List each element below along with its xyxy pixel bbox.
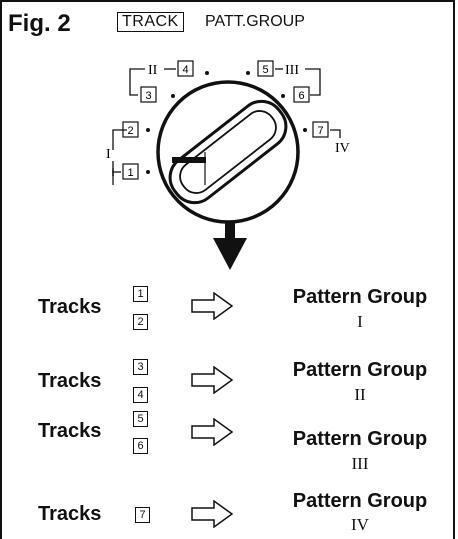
patt-group-label: PATT.GROUP [205, 13, 305, 30]
group-i-label: I [106, 147, 111, 162]
row-1-track-b: 2 [133, 314, 148, 330]
dial-dot-1 [146, 170, 150, 174]
group-iii-label: III [285, 63, 299, 78]
row-2-pattern-group-label: Pattern Group [292, 359, 428, 381]
row-3-pattern-group-number: III [351, 454, 369, 473]
track-label-box: TRACK [117, 12, 184, 32]
group-ii-label: II [148, 63, 158, 78]
figure-title: Fig. 2 [8, 10, 71, 37]
row-1-track-a: 1 [133, 286, 148, 302]
rotary-knob [156, 80, 300, 224]
group-ii-bracket [129, 68, 176, 96]
row-2-pattern-group-number: II [354, 385, 366, 404]
row-4-pattern-group-label: Pattern Group [292, 490, 428, 512]
row-1-pattern-group-label: Pattern Group [292, 286, 428, 308]
row-1-tracks-label: Tracks [38, 296, 102, 318]
row-2-track-a: 3 [133, 359, 148, 375]
row-1-pattern-group-number: I [357, 312, 363, 331]
dial-position-5: 5 [262, 64, 268, 76]
group-iv-bracket [330, 129, 341, 138]
row-2-tracks-label: Tracks [38, 370, 102, 392]
dial-position-6: 6 [298, 90, 304, 102]
dial-dot-4 [205, 71, 209, 75]
dial-position-3: 3 [145, 90, 151, 102]
row-3-track-a: 5 [133, 411, 148, 427]
down-arrow [213, 222, 247, 270]
row-3-tracks-label: Tracks [38, 420, 102, 442]
dial-dot-5 [246, 71, 250, 75]
dial-position-2-box [122, 121, 139, 138]
dial-position-6-box [293, 86, 310, 103]
row-4-track-a: 7 [135, 507, 150, 523]
dial-dot-6 [281, 94, 285, 98]
row-2-track-b: 4 [133, 387, 148, 403]
dial-position-7: 7 [317, 125, 323, 137]
row-4-arrow-icon [191, 500, 234, 528]
dial-position-4-box [177, 60, 194, 77]
row-3-track-b: 6 [133, 438, 148, 454]
row-3-pattern-group-label: Pattern Group [292, 428, 428, 450]
row-1-arrow-icon [191, 292, 234, 320]
dial-position-3-box [140, 86, 157, 103]
row-2-arrow-icon [191, 366, 234, 394]
dial-position-4: 4 [182, 64, 188, 76]
dial-dot-2 [146, 128, 150, 132]
knob-grip [168, 99, 288, 205]
dial-position-5-box [257, 60, 274, 77]
row-4-pattern-group-number: IV [351, 515, 369, 534]
dial-dot-3 [171, 94, 175, 98]
dial-dot-7 [303, 128, 307, 132]
row-4-tracks-label: Tracks [38, 503, 102, 525]
dial-position-7-box [312, 121, 329, 138]
dial-position-1-box [122, 163, 139, 180]
row-3-arrow-icon [191, 418, 234, 446]
dial-position-2: 2 [127, 125, 133, 137]
group-iii-bracket [275, 68, 321, 96]
knob-pointer [172, 157, 206, 163]
dial-position-1: 1 [127, 167, 133, 179]
group-i-bracket [112, 129, 127, 185]
group-iv-label: IV [335, 141, 350, 156]
